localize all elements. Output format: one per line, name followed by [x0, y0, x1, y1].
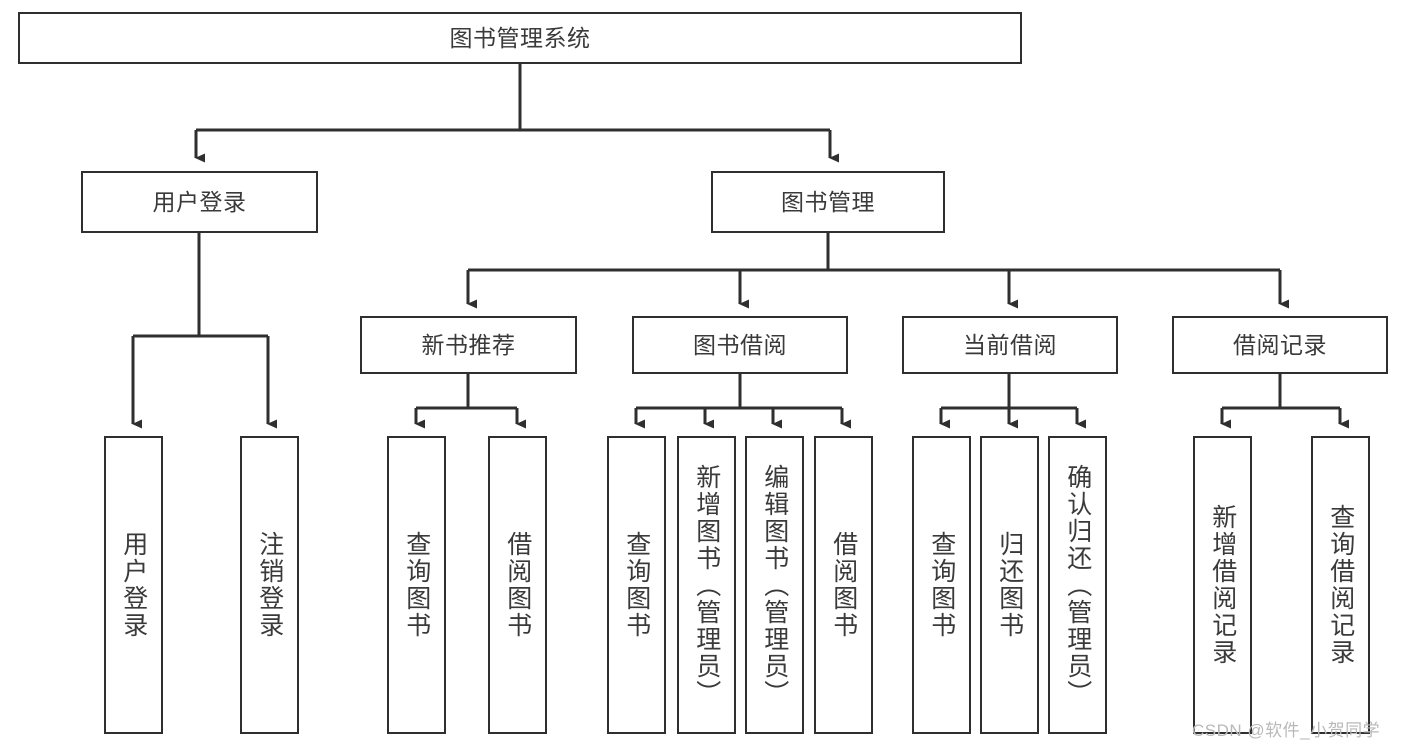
node-label: 查询图书	[927, 531, 956, 639]
node-leaf-add-book-admin[interactable]: 新增图书（管理员）	[677, 436, 736, 734]
node-leaf-query-book-recommend[interactable]: 查询图书	[387, 436, 446, 734]
node-label: 查询借阅记录	[1326, 504, 1355, 666]
node-leaf-add-borrow-record[interactable]: 新增借阅记录	[1193, 436, 1252, 734]
node-label: 确认归还（管理员）	[1063, 463, 1092, 707]
node-leaf-borrow-book[interactable]: 借阅图书	[814, 436, 873, 734]
node-label: 注销登录	[255, 531, 284, 639]
node-label: 借阅图书	[503, 531, 532, 639]
node-current-borrow[interactable]: 当前借阅	[902, 316, 1118, 374]
node-label: 新书推荐	[421, 331, 516, 358]
node-book-management[interactable]: 图书管理	[711, 171, 945, 233]
node-leaf-confirm-return-admin[interactable]: 确认归还（管理员）	[1048, 436, 1107, 734]
node-leaf-query-borrow-record[interactable]: 查询借阅记录	[1311, 436, 1370, 734]
node-leaf-borrow-book-recommend[interactable]: 借阅图书	[488, 436, 547, 734]
node-label: 归还图书	[995, 531, 1024, 639]
node-label: 借阅记录	[1233, 331, 1327, 358]
node-label: 用户登录	[152, 188, 247, 215]
node-label: 新增借阅记录	[1208, 504, 1237, 666]
node-label: 图书借阅	[693, 331, 787, 358]
node-label: 新增图书（管理员）	[692, 463, 721, 707]
node-label: 借阅图书	[829, 531, 858, 639]
node-leaf-user-login[interactable]: 用户登录	[104, 436, 163, 734]
node-new-book-recommend[interactable]: 新书推荐	[360, 316, 577, 374]
node-leaf-query-book-borrow[interactable]: 查询图书	[607, 436, 666, 734]
node-label: 图书管理	[781, 188, 875, 215]
node-leaf-edit-book-admin[interactable]: 编辑图书（管理员）	[745, 436, 804, 734]
node-label: 图书管理系统	[449, 24, 591, 51]
node-leaf-logout[interactable]: 注销登录	[240, 436, 299, 734]
node-label: 编辑图书（管理员）	[760, 463, 789, 707]
node-label: 用户登录	[119, 531, 148, 639]
node-label: 查询图书	[622, 531, 651, 639]
node-user-login[interactable]: 用户登录	[81, 171, 318, 233]
node-leaf-return-book[interactable]: 归还图书	[980, 436, 1039, 734]
node-label: 当前借阅	[963, 331, 1057, 358]
node-root-book-management-system[interactable]: 图书管理系统	[18, 12, 1022, 64]
node-book-borrow[interactable]: 图书借阅	[632, 316, 848, 374]
node-leaf-query-book-current[interactable]: 查询图书	[912, 436, 971, 734]
node-borrow-record[interactable]: 借阅记录	[1172, 316, 1388, 374]
node-label: 查询图书	[402, 531, 431, 639]
